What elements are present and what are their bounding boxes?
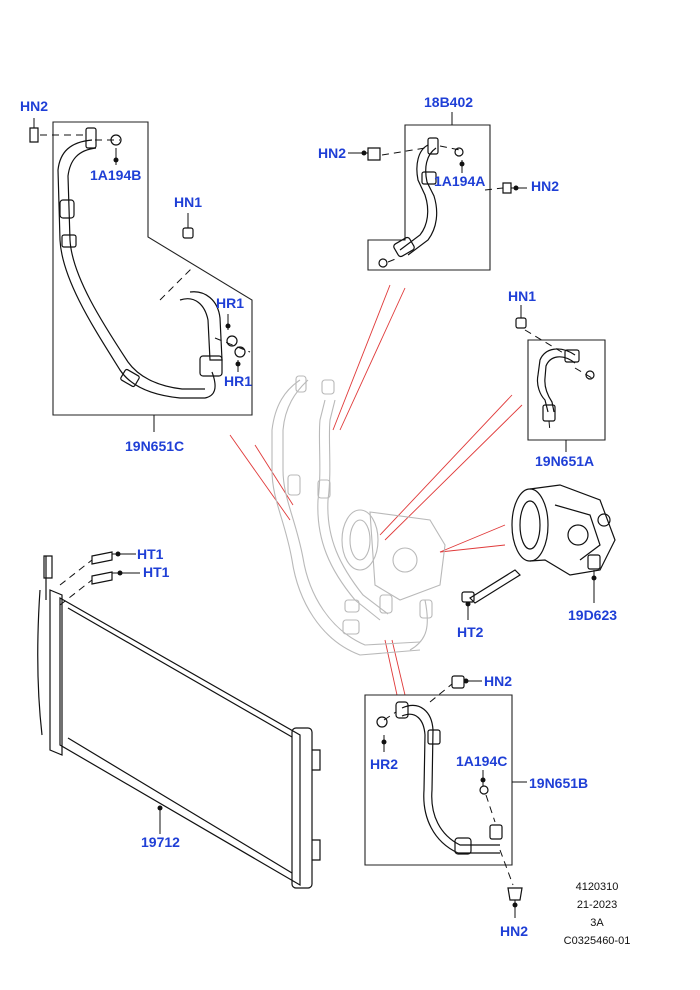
reference-line-3: 3A [590,917,604,929]
reference-block: 4120310 21-2023 3A C0325460-01 [564,881,631,947]
label-ht1-lower: HT1 [143,564,170,580]
label-hn1-left: HN1 [174,194,202,210]
label-1a194a: 1A194A [434,173,485,189]
label-19n651c: 19N651C [125,438,184,454]
frame-19n651a [527,339,606,441]
group-19n651b [364,675,527,918]
label-hn2-top-left: HN2 [20,98,48,114]
frame-19n651b [364,694,513,866]
label-ht1-upper: HT1 [137,546,164,562]
ghost-vehicle-assembly [271,375,446,656]
label-hn2-bottom: HN2 [500,923,528,939]
label-hr2: HR2 [370,756,398,772]
label-19n651a: 19N651A [535,453,594,469]
label-18b402: 18B402 [424,94,473,110]
group-19n651a [515,305,606,452]
label-hn2-19b-top: HN2 [484,673,512,689]
frame-19n651c [52,121,253,416]
reference-line-2: 21-2023 [577,899,617,911]
label-hn1-right: HN1 [508,288,536,304]
label-19712: 19712 [141,834,180,850]
label-ht2: HT2 [457,624,484,640]
label-1a194c: 1A194C [456,753,507,769]
label-hr1-lower: HR1 [224,373,252,389]
label-hr1-upper: HR1 [216,295,244,311]
callout-labels: HN2 1A194B HN1 HR1 HR1 19N651C 18B402 HN… [20,94,617,939]
reference-line-1: 4120310 [576,881,619,893]
label-hn2-18b-left: HN2 [318,145,346,161]
label-hn2-18b-right: HN2 [531,178,559,194]
group-18b402 [348,112,527,271]
label-19n651b: 19N651B [529,775,588,791]
group-19n651c [29,118,253,432]
label-19d623: 19D623 [568,607,617,623]
reference-line-4: C0325460-01 [564,935,631,947]
condenser-19712 [37,551,321,889]
frame-18b402 [367,124,491,271]
label-1a194b: 1A194B [90,167,141,183]
compressor-19d623 [461,484,616,620]
